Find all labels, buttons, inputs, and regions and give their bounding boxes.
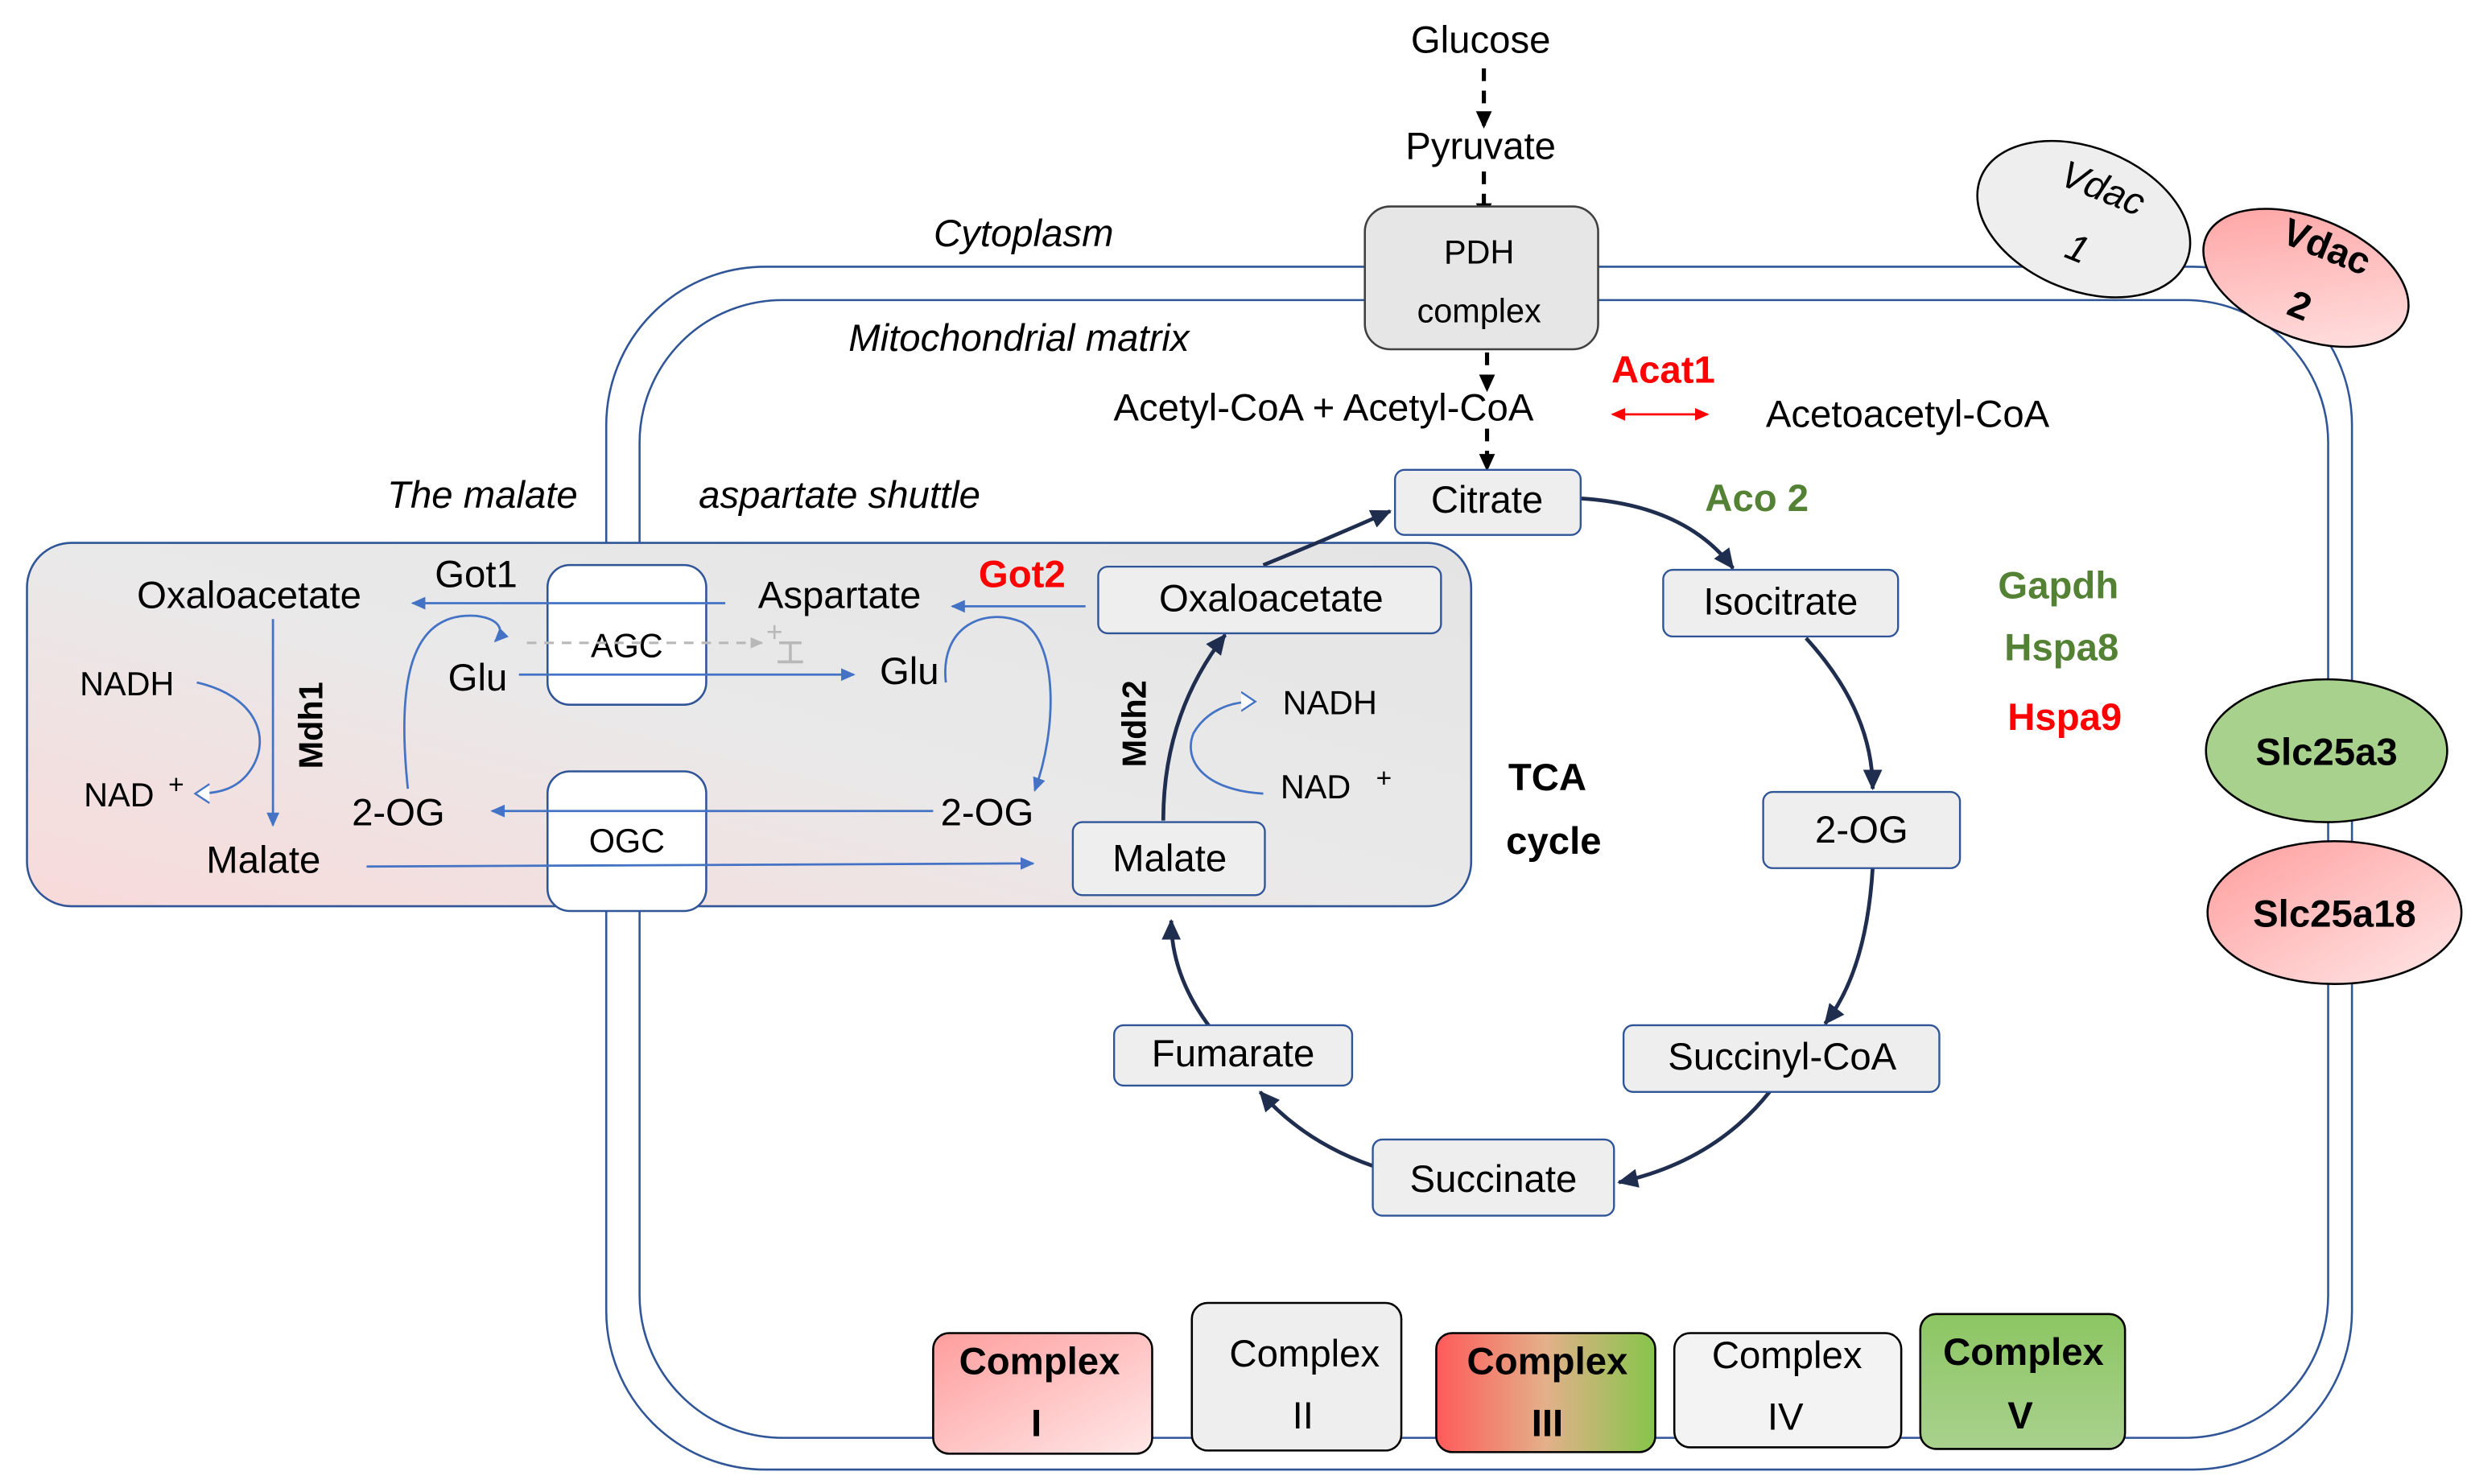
glu-right-label: Glu: [880, 650, 939, 693]
tca-citrate: Citrate: [1393, 468, 1582, 536]
shuttle-labels: Oxaloacetate Aspartate Glu Glu NADH NAD …: [80, 574, 1392, 881]
fumarate-label: Fumarate: [1152, 1033, 1314, 1075]
agc-carrier: AGC: [546, 563, 707, 706]
agc-flux-plus: +: [766, 616, 783, 648]
hspa9-label: Hspa9: [2007, 696, 2122, 739]
nadh-left-label: NADH: [80, 666, 174, 703]
arrow-malate-oxaloacetate: [1161, 633, 1227, 821]
arrow-fumarate-malate: [1161, 918, 1213, 1030]
tca-arrows: [1161, 496, 1883, 1188]
isocitrate-label: Isocitrate: [1703, 580, 1858, 623]
arrow-malate-transport: [366, 857, 1035, 870]
tca-cycle-line1: TCA: [1508, 756, 1586, 799]
aspartate-label: Aspartate: [758, 574, 922, 616]
acetyl-coa-label: Acetyl-CoA + Acetyl-CoA: [1113, 387, 1533, 430]
complex-ii-line1: Complex: [1229, 1333, 1380, 1375]
arrow-nadh-right: [1190, 702, 1264, 795]
arrow-succinylcoa-succinate: [1617, 1090, 1772, 1188]
mdh1-label: Mdh1: [292, 682, 329, 769]
complex-iii-line2: III: [1532, 1403, 1563, 1445]
acetoacetyl-coa-label: Acetoacetyl-CoA: [1766, 394, 2050, 436]
ogc-label: OGC: [589, 822, 665, 859]
arrow-succinate-fumarate: [1258, 1090, 1376, 1169]
shuttle-title-part2: aspartate shuttle: [699, 474, 980, 517]
complex-iii: Complex III: [1435, 1332, 1656, 1453]
slc25a3: Slc25a3: [2205, 678, 2448, 823]
vdac2: Vdac 2: [2202, 208, 2410, 348]
oxaloacetate-mito-label: Oxaloacetate: [1159, 577, 1384, 620]
pyruvate-label: Pyruvate: [1405, 125, 1556, 167]
arrow-isocitrate-2og: [1805, 637, 1883, 791]
succinyl-coa-label: Succinyl-CoA: [1668, 1036, 1896, 1078]
gapdh-label: Gapdh: [1998, 565, 2118, 608]
arrow-got2-cycle: [944, 616, 1052, 792]
mdh2-label: Mdh2: [1116, 680, 1153, 767]
complex-v: Complex V: [1919, 1313, 2127, 1450]
og-right-label: 2-OG: [941, 792, 1034, 835]
got2-label: Got2: [979, 554, 1066, 596]
glu-left-label: Glu: [448, 657, 508, 699]
tca-oxaloacetate: Oxaloacetate: [1097, 565, 1442, 635]
nad-left-plus: +: [168, 770, 184, 800]
arrow-oxaloacetate-citrate: [1262, 509, 1392, 567]
complex-i: Complex I: [932, 1332, 1153, 1455]
complex-v-line2: V: [2007, 1395, 2033, 1437]
complex-iv-line1: Complex: [1712, 1334, 1863, 1377]
nad-right-label: NAD: [1281, 769, 1351, 806]
arrow-2og-succinylcoa: [1823, 868, 1875, 1025]
complex-v-line1: Complex: [1943, 1331, 2104, 1374]
tca-succinyl-coa: Succinyl-CoA: [1622, 1024, 1941, 1093]
oxaloacetate-cyto-label: Oxaloacetate: [137, 574, 361, 616]
shuttle-arrows: [196, 596, 1264, 870]
tca-malate: Malate: [1071, 821, 1266, 897]
succinate-label: Succinate: [1410, 1158, 1578, 1201]
nad-right-plus: +: [1376, 764, 1392, 794]
complex-ii: Complex II: [1190, 1301, 1403, 1452]
tca-2og: 2-OG: [1762, 790, 1962, 869]
vdac1: Vdac 1: [1976, 139, 2192, 299]
tca-cycle-line2: cycle: [1506, 820, 1601, 863]
arrow-nadh-left: [196, 681, 262, 794]
pdh-line1: PDH: [1444, 234, 1514, 271]
arrow-citrate-isocitrate: [1580, 496, 1735, 570]
og-label: 2-OG: [1815, 809, 1908, 851]
acat1-label: Acat1: [1611, 348, 1715, 391]
agc-inhibited-flux: +: [526, 616, 803, 664]
got1-label: Got1: [435, 554, 518, 596]
tca-fumarate: Fumarate: [1112, 1024, 1354, 1087]
nad-left-label: NAD: [84, 777, 154, 814]
tca-succinate: Succinate: [1372, 1138, 1615, 1217]
arrow-got1-cycle: [402, 614, 509, 789]
complex-iv: Complex IV: [1673, 1332, 1903, 1449]
glucose-label: Glucose: [1411, 19, 1551, 61]
complex-iii-line1: Complex: [1467, 1341, 1628, 1383]
complex-i-line1: Complex: [959, 1341, 1120, 1383]
cytoplasm-label: Cytoplasm: [934, 212, 1114, 255]
slc25a3-label: Slc25a3: [2255, 732, 2397, 774]
ogc-carrier: OGC: [546, 770, 707, 913]
pdh-complex: PDH complex: [1363, 205, 1599, 351]
glycolysis-pathway: Glucose Pyruvate PDH complex Acetyl-CoA …: [1113, 19, 2050, 472]
malate-mito-label: Malate: [1112, 838, 1227, 880]
complex-i-line2: I: [1031, 1403, 1042, 1445]
complex-iv-line2: IV: [1768, 1396, 1804, 1439]
malate-cyto-label: Malate: [206, 839, 320, 882]
og-left-label: 2-OG: [352, 792, 445, 835]
complex-ii-line2: II: [1293, 1395, 1314, 1437]
matrix-label: Mitochondrial matrix: [848, 317, 1191, 360]
citrate-label: Citrate: [1431, 479, 1543, 521]
slc25a18: Slc25a18: [2206, 839, 2463, 985]
agc-label: AGC: [591, 628, 663, 665]
hspa8-label: Hspa8: [2004, 626, 2118, 669]
shuttle-title-part1: The malate: [387, 474, 578, 517]
slc25a18-label: Slc25a18: [2253, 893, 2416, 936]
tca-isocitrate: Isocitrate: [1662, 568, 1900, 638]
aco2-label: Aco 2: [1705, 477, 1809, 520]
pdh-line2: complex: [1417, 292, 1541, 329]
nadh-right-label: NADH: [1283, 684, 1377, 721]
